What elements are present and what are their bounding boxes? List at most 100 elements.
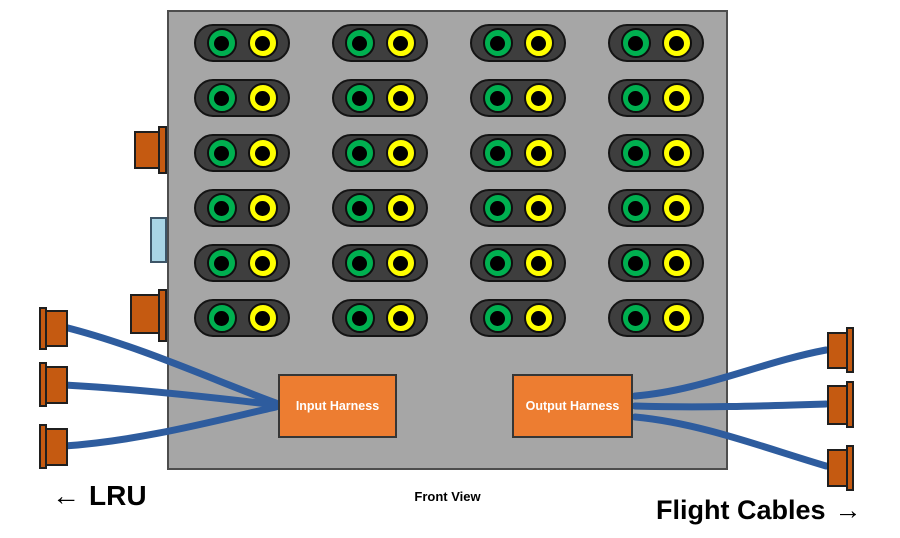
socket-pair <box>608 24 704 62</box>
lru-caption-text: LRU <box>89 480 147 511</box>
socket-pair <box>194 189 290 227</box>
lru-connector-3-flange <box>39 424 47 469</box>
socket-pair <box>608 244 704 282</box>
lru-connector-2-body <box>45 366 68 404</box>
socket-pair <box>332 134 428 172</box>
green-socket <box>482 303 513 333</box>
socket-pair <box>194 79 290 117</box>
socket-grid <box>194 24 704 337</box>
socket-pair <box>470 134 566 172</box>
yellow-socket <box>385 28 416 58</box>
yellow-socket <box>385 193 416 223</box>
green-socket <box>620 138 651 168</box>
green-socket <box>482 83 513 113</box>
flight-cables-caption-text: Flight Cables <box>656 495 826 525</box>
green-socket <box>620 248 651 278</box>
green-socket <box>344 248 375 278</box>
panel-connector-orange-bottom-flange <box>158 289 167 342</box>
socket-pair <box>608 79 704 117</box>
yellow-socket <box>661 83 692 113</box>
green-socket <box>344 193 375 223</box>
socket-pair <box>332 244 428 282</box>
socket-pair <box>470 244 566 282</box>
flight-connector-1-flange <box>846 327 854 373</box>
socket-pair <box>470 299 566 337</box>
flight-connector-3-body <box>827 449 848 487</box>
yellow-socket <box>385 248 416 278</box>
green-socket <box>482 193 513 223</box>
green-socket <box>620 28 651 58</box>
socket-pair <box>332 79 428 117</box>
green-socket <box>206 248 237 278</box>
panel-connector-blue <box>150 217 167 263</box>
flight-connector-2-body <box>827 385 848 425</box>
lru-connector-1-flange <box>39 307 47 350</box>
flight-connector-2-flange <box>846 381 854 428</box>
socket-pair <box>608 134 704 172</box>
yellow-socket <box>523 193 554 223</box>
green-socket <box>482 248 513 278</box>
green-socket <box>206 193 237 223</box>
flight-connector-1-body <box>827 332 848 369</box>
green-socket <box>482 138 513 168</box>
front-panel <box>167 10 728 470</box>
yellow-socket <box>661 248 692 278</box>
yellow-socket <box>523 303 554 333</box>
socket-pair <box>194 134 290 172</box>
green-socket <box>344 83 375 113</box>
flight-cables-caption: Flight Cables → <box>656 495 862 526</box>
green-socket <box>206 28 237 58</box>
socket-pair <box>332 299 428 337</box>
output-harness-box: Output Harness <box>512 374 633 438</box>
yellow-socket <box>247 248 278 278</box>
socket-pair <box>470 79 566 117</box>
front-view-caption: Front View <box>414 489 481 504</box>
socket-pair <box>332 189 428 227</box>
yellow-socket <box>523 28 554 58</box>
yellow-socket <box>247 28 278 58</box>
right-arrow-icon: → <box>834 495 862 525</box>
panel-connector-orange-top-flange <box>158 126 167 174</box>
yellow-socket <box>661 28 692 58</box>
yellow-socket <box>247 138 278 168</box>
green-socket <box>482 28 513 58</box>
green-socket <box>344 28 375 58</box>
lru-caption: ← LRU <box>52 480 147 512</box>
socket-pair <box>194 24 290 62</box>
left-arrow-icon: ← <box>52 480 80 511</box>
output-harness-label: Output Harness <box>525 399 620 413</box>
socket-pair <box>470 189 566 227</box>
green-socket <box>206 138 237 168</box>
green-socket <box>344 303 375 333</box>
socket-pair <box>194 244 290 282</box>
green-socket <box>344 138 375 168</box>
yellow-socket <box>661 193 692 223</box>
yellow-socket <box>385 138 416 168</box>
socket-pair <box>332 24 428 62</box>
panel-connector-orange-top-body <box>134 131 161 169</box>
green-socket <box>206 83 237 113</box>
yellow-socket <box>247 83 278 113</box>
lru-connector-2-flange <box>39 362 47 407</box>
yellow-socket <box>385 303 416 333</box>
input-harness-box: Input Harness <box>278 374 397 438</box>
yellow-socket <box>661 138 692 168</box>
green-socket <box>620 193 651 223</box>
yellow-socket <box>523 248 554 278</box>
socket-pair <box>608 189 704 227</box>
yellow-socket <box>385 83 416 113</box>
panel-connector-orange-bottom-body <box>130 294 161 334</box>
yellow-socket <box>523 138 554 168</box>
input-harness-label: Input Harness <box>295 399 380 413</box>
yellow-socket <box>661 303 692 333</box>
lru-connector-3-body <box>45 428 68 466</box>
lru-connector-1-body <box>45 310 68 347</box>
green-socket <box>620 303 651 333</box>
socket-pair <box>608 299 704 337</box>
socket-pair <box>470 24 566 62</box>
green-socket <box>620 83 651 113</box>
yellow-socket <box>523 83 554 113</box>
yellow-socket <box>247 193 278 223</box>
